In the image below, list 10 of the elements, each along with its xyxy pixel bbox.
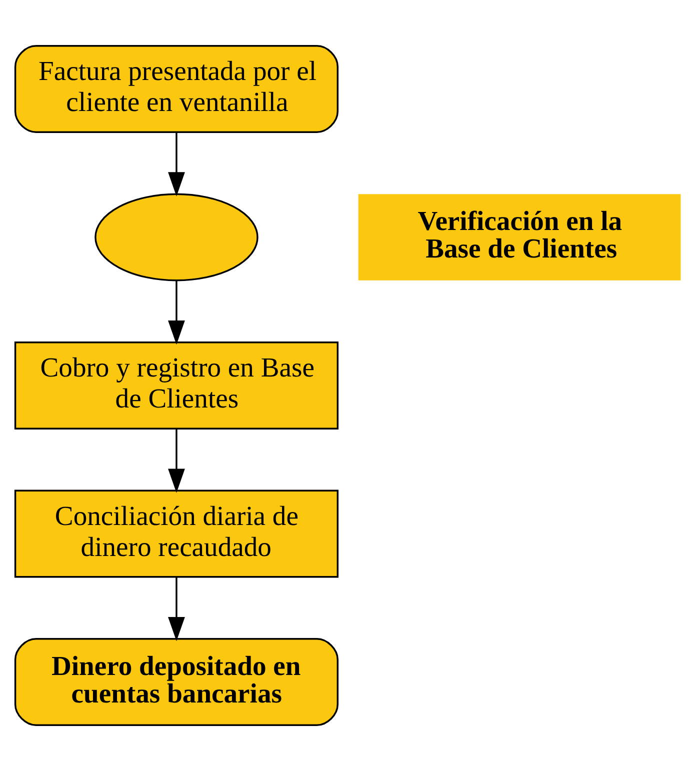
node-box: Dinero depositado en cuentas bancarias [14, 638, 339, 726]
arrow [168, 429, 185, 493]
node-box: Factura presentada por el cliente en ventanilla [14, 45, 339, 133]
node-box: Cobro y registro en Base de Clientes [14, 342, 339, 430]
node-ellipse [94, 193, 258, 282]
node-box: Conciliación diaria de dinero recaudado [14, 490, 339, 578]
node-box: Verificación en la Base de Clientes [358, 194, 681, 280]
arrow [168, 280, 185, 345]
arrow [168, 577, 185, 642]
arrow [168, 132, 185, 196]
